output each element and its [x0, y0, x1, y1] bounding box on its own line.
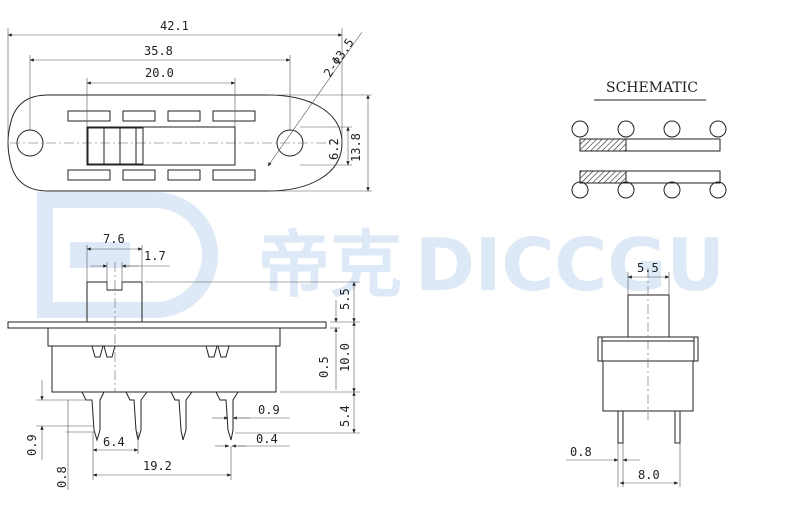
terminal-circle: [709, 181, 727, 199]
body-tab: [103, 345, 116, 358]
dim-body-height: 10.0: [338, 343, 352, 372]
terminal-circle: [617, 181, 635, 199]
top-slot-1: [67, 110, 111, 122]
dim-actuator-height: 5.5: [338, 288, 352, 310]
dim-pin-tip: 0.4: [256, 432, 278, 446]
top-view: 42.1 35.8 20.0 2-Φ3.5 6.2 13.8: [7, 19, 372, 192]
dim-overall-height: 13.8: [349, 133, 363, 162]
contact-bar: [625, 138, 721, 152]
body-tab: [91, 345, 104, 358]
end-pin-right: [674, 411, 681, 444]
side-view: 7.6 1.7 5.5 0.5 10.0 5.4 0.9 0.4: [7, 232, 360, 490]
watermark-brand-cn: 帝克: [258, 223, 402, 307]
terminal-pin-2: [125, 391, 148, 441]
actuator-knob: [87, 127, 144, 165]
terminal-circle: [709, 120, 727, 138]
top-slot-3: [167, 110, 201, 122]
dim-actuator-width: 7.6: [103, 232, 125, 246]
terminal-circle: [663, 120, 681, 138]
actuator-window: [86, 126, 236, 166]
dim-hole-spec: 2-Φ3.5: [321, 36, 357, 80]
dim-pin-span: 19.2: [143, 459, 172, 473]
dim-end-actuator-width: 5.5: [637, 261, 659, 275]
dim-pin-thickness: 0.8: [55, 466, 69, 488]
body-tab: [205, 345, 218, 358]
mounting-plate-outline: [7, 94, 343, 192]
schematic: SCHEMATIC: [571, 80, 727, 199]
contact-bar: [625, 170, 721, 184]
bottom-slot-2: [122, 169, 156, 181]
bottom-slot-4: [212, 169, 256, 181]
terminal-circle: [663, 181, 681, 199]
body-tab: [217, 345, 230, 358]
end-pin-left: [617, 411, 624, 444]
top-slot-2: [122, 110, 156, 122]
terminal-circle: [571, 181, 589, 199]
side-mounting-plate: [7, 321, 327, 329]
schematic-title: SCHEMATIC: [606, 80, 698, 96]
contact-bridge-hatch: [579, 170, 627, 184]
end-view: 5.5 0.8 8.0: [566, 261, 699, 487]
dim-pin-length: 5.4: [338, 405, 352, 427]
dim-hole-pitch: 35.8: [144, 44, 173, 58]
dim-overall-length: 42.1: [160, 19, 189, 33]
dim-end-pin-thickness: 0.8: [570, 445, 592, 459]
watermark: 帝克 DICCGU: [37, 192, 725, 318]
contact-bridge-hatch: [579, 138, 627, 152]
side-actuator: [86, 281, 143, 322]
dim-inner-height: 6.2: [327, 138, 341, 160]
terminal-circle: [571, 120, 589, 138]
bottom-slot-3: [167, 169, 201, 181]
terminal-pin-4: [215, 391, 239, 441]
bottom-slot-1: [67, 169, 111, 181]
dim-slot-length: 20.0: [145, 66, 174, 80]
brand-logo: [37, 192, 218, 318]
dim-plate-thickness: 0.5: [317, 356, 331, 378]
terminal-pin-3: [170, 391, 193, 441]
dim-end-pin-spacing: 8.0: [638, 468, 660, 482]
dim-pin-pitch: 6.4: [103, 435, 125, 449]
dim-actuator-notch: 1.7: [144, 249, 166, 263]
terminal-circle: [617, 120, 635, 138]
dim-pin-shoulder: 0.9: [25, 434, 39, 456]
top-slot-4: [212, 110, 256, 122]
watermark-brand-en: DICCGU: [415, 223, 725, 307]
side-body: [47, 328, 281, 393]
dim-pin-width: 0.9: [258, 403, 280, 417]
